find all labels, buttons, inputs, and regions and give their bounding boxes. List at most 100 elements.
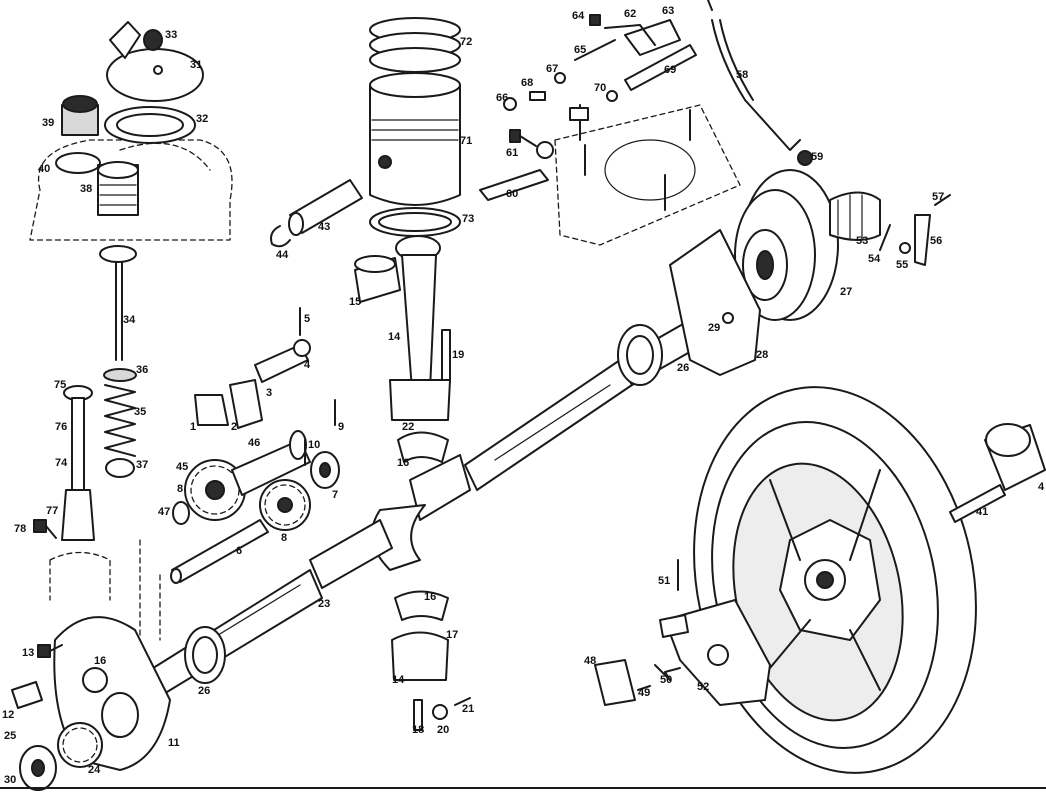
label-78: 78 [14, 523, 26, 535]
label-6: 6 [236, 545, 242, 557]
label-49: 49 [638, 687, 650, 699]
label-24: 24 [88, 764, 101, 776]
label-45: 45 [176, 461, 188, 473]
main-bearing-26b [617, 324, 663, 386]
label-9: 9 [338, 421, 344, 433]
spring-53 [829, 191, 881, 241]
kickstart-lever-58 [711, 19, 801, 151]
bolt-61 [509, 129, 537, 147]
label-61: 61 [506, 147, 518, 159]
clutch-housing-27 [734, 169, 839, 321]
rocker-shaft-3 [254, 344, 309, 383]
label-55: 55 [896, 259, 908, 271]
label-40: 40 [38, 163, 50, 175]
cam-follower-1 [194, 394, 229, 426]
main-bearing-shell-26a [184, 626, 226, 684]
bush-12 [11, 681, 43, 709]
camshaft-46 [231, 430, 311, 496]
label-19a: 19 [452, 349, 464, 361]
label-71: 71 [460, 135, 472, 147]
label-54: 54 [868, 253, 881, 265]
gudgeon-pin [288, 179, 363, 236]
label-70: 70 [594, 82, 606, 94]
label-38: 38 [80, 183, 92, 195]
label-73: 73 [462, 213, 474, 225]
stator-plate-52 [659, 599, 771, 706]
label-74: 74 [55, 457, 68, 469]
label-58: 58 [736, 69, 748, 81]
cap-gasket [104, 106, 196, 144]
label-47: 47 [158, 506, 170, 518]
nut-59 [797, 150, 813, 166]
cam-follower-2 [229, 379, 263, 429]
label-34: 34 [123, 314, 136, 326]
label-7: 7 [332, 489, 338, 501]
label-13: 13 [22, 647, 34, 659]
label-51: 51 [658, 575, 670, 587]
tappet [49, 385, 111, 601]
label-31: 31 [190, 59, 202, 71]
link-54-57 [879, 194, 951, 266]
rocker-cover-cap [106, 21, 204, 102]
label-8a: 8 [177, 483, 183, 495]
piston [369, 72, 461, 206]
label-65: 65 [574, 44, 586, 56]
label-42: 4 [1038, 481, 1045, 493]
label-28: 28 [756, 349, 768, 361]
label-14b: 14 [392, 674, 405, 686]
label-12: 12 [2, 709, 14, 721]
label-18: 18 [412, 724, 424, 736]
valve [99, 245, 137, 361]
label-10: 10 [308, 439, 320, 451]
part-labels: 33 31 32 39 40 38 34 36 35 37 75 76 74 7… [2, 5, 1045, 786]
label-29: 29 [708, 322, 720, 334]
label-48: 48 [584, 655, 596, 667]
plate-28 [669, 229, 761, 376]
label-25: 25 [4, 730, 16, 742]
label-44: 44 [276, 249, 289, 261]
label-27: 27 [840, 286, 852, 298]
label-64: 64 [572, 10, 585, 22]
label-67: 67 [546, 63, 558, 75]
oil-filler-plug [97, 161, 139, 216]
label-41: 41 [976, 506, 988, 518]
valve-spring [103, 368, 137, 478]
label-43: 43 [318, 221, 330, 233]
label-26b: 26 [677, 362, 689, 374]
bush-7 [310, 451, 340, 489]
gear-8 [259, 479, 311, 531]
nut-4 [293, 339, 311, 357]
big-end-cap [391, 590, 449, 681]
label-5: 5 [304, 313, 310, 325]
label-57: 57 [932, 191, 944, 203]
label-16c: 16 [94, 655, 106, 667]
label-1: 1 [190, 421, 196, 433]
label-53: 53 [856, 235, 868, 247]
connecting-rod [389, 235, 451, 421]
label-23: 23 [318, 598, 330, 610]
label-52: 52 [697, 681, 709, 693]
contact-breaker-48-50 [594, 659, 681, 706]
piston-ring-73 [369, 207, 461, 237]
label-75: 75 [54, 379, 66, 391]
label-60: 60 [506, 188, 518, 200]
label-69: 69 [664, 64, 676, 76]
label-16a: 16 [397, 457, 409, 469]
label-56: 56 [930, 235, 942, 247]
label-3: 3 [266, 387, 272, 399]
screw-78 [33, 519, 57, 539]
circlip-44 [270, 225, 291, 248]
label-76: 76 [55, 421, 67, 433]
label-16b: 16 [424, 591, 436, 603]
label-36: 36 [136, 364, 148, 376]
bolts-18-20-21 [413, 697, 471, 731]
bolt-13 [37, 644, 63, 658]
flywheel [693, 386, 977, 774]
label-37: 37 [136, 459, 148, 471]
label-26a: 26 [198, 685, 210, 697]
cylinder-block [554, 104, 741, 246]
label-2: 2 [231, 421, 237, 433]
big-end-shell [397, 431, 449, 463]
label-66: 66 [496, 92, 508, 104]
label-68: 68 [521, 77, 533, 89]
